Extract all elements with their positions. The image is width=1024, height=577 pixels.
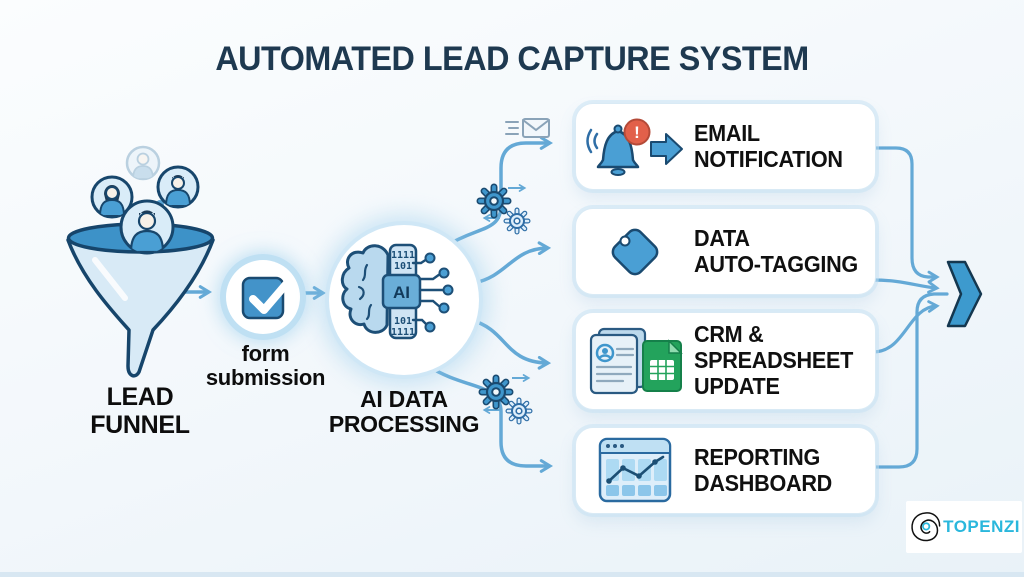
- output-label-crm: CRM & SPREADSHEET UPDATE: [694, 321, 854, 399]
- binary-text: 1111: [391, 327, 415, 338]
- output-box-crm-spreadsheet: CRM & SPREADSHEET UPDATE: [575, 312, 876, 410]
- output-label-tagging: DATA AUTO-TAGGING: [694, 224, 858, 277]
- contact-cards-and-spreadsheet-icon: [576, 323, 694, 399]
- gears-processing-upper-icon: [476, 183, 531, 235]
- dashboard-chart-icon: [576, 435, 694, 507]
- ai-processing-badge: 1111 101 101 1111 AI: [329, 225, 479, 375]
- connector-tagging-out: [871, 278, 940, 294]
- circuit-nodes: [424, 252, 454, 333]
- brand-name: TOPENZI: [943, 517, 1020, 536]
- lead-avatar-faded: [125, 145, 161, 181]
- ai-chip-text: AI: [393, 283, 410, 302]
- brain-icon: [340, 244, 390, 334]
- connector-crm-out: [871, 300, 940, 354]
- lead-avatar-man: [156, 165, 200, 209]
- chevron-output-icon: [946, 260, 983, 328]
- gear-outline-icon: [505, 397, 533, 425]
- contact-card-front: [589, 333, 639, 395]
- connector-ai-to-tagging: [472, 241, 552, 285]
- alert-badge-text: !: [634, 123, 640, 142]
- gear-solid-icon: [478, 374, 514, 410]
- bottom-strip: [0, 572, 1024, 577]
- alert-badge: [623, 118, 651, 145]
- circuit-traces: [411, 257, 445, 327]
- connector-ai-to-crm: [469, 318, 552, 370]
- binary-text: 101: [394, 261, 412, 272]
- output-box-email-notification: ! EMAIL NOTIFICATION: [575, 103, 876, 190]
- ai-processing-label: AI DATA PROCESSING: [328, 386, 480, 438]
- connector-email-out: [871, 146, 940, 284]
- page-title: AUTOMATED LEAD CAPTURE SYSTEM: [215, 40, 809, 78]
- funnel-highlight: [92, 257, 128, 301]
- lead-funnel-graphic: [66, 145, 215, 378]
- converge-connectors: [871, 146, 949, 469]
- bell-alert-icon: !: [576, 116, 694, 178]
- gear-outline-icon: [503, 207, 531, 235]
- output-label-dashboard: REPORTING DASHBOARD: [694, 443, 833, 496]
- lead-avatar-main: [119, 199, 175, 255]
- lead-funnel-label: LEAD FUNNEL: [90, 383, 190, 439]
- connector-dashboard-out: [871, 292, 949, 469]
- sound-waves-icon: [586, 128, 599, 153]
- tag-icon: [576, 218, 694, 286]
- ai-brain-chip-icon: 1111 101 101 1111 AI: [340, 243, 454, 340]
- binary-text: 101: [394, 316, 412, 327]
- form-submission-badge: [226, 260, 300, 334]
- block-arrow-icon: [650, 132, 683, 165]
- brand-logo: TOPENZI: [906, 501, 1022, 553]
- output-box-data-auto-tagging: DATA AUTO-TAGGING: [575, 208, 876, 295]
- output-box-reporting-dashboard: REPORTING DASHBOARD: [575, 427, 876, 514]
- spiral-logo-icon: [911, 512, 941, 542]
- gear-solid-icon: [476, 183, 512, 219]
- checkbox-checked-icon: [241, 276, 292, 320]
- gears-processing-lower-icon: [478, 374, 533, 425]
- form-submission-label: form submission: [205, 341, 326, 391]
- lead-avatar-woman: [90, 175, 134, 219]
- connector-ai-to-dashboard: [426, 364, 554, 473]
- output-label-email: EMAIL NOTIFICATION: [694, 119, 843, 172]
- envelope-icon: [505, 118, 550, 138]
- binary-text: 1111: [391, 250, 415, 261]
- ai-chip: [381, 273, 422, 310]
